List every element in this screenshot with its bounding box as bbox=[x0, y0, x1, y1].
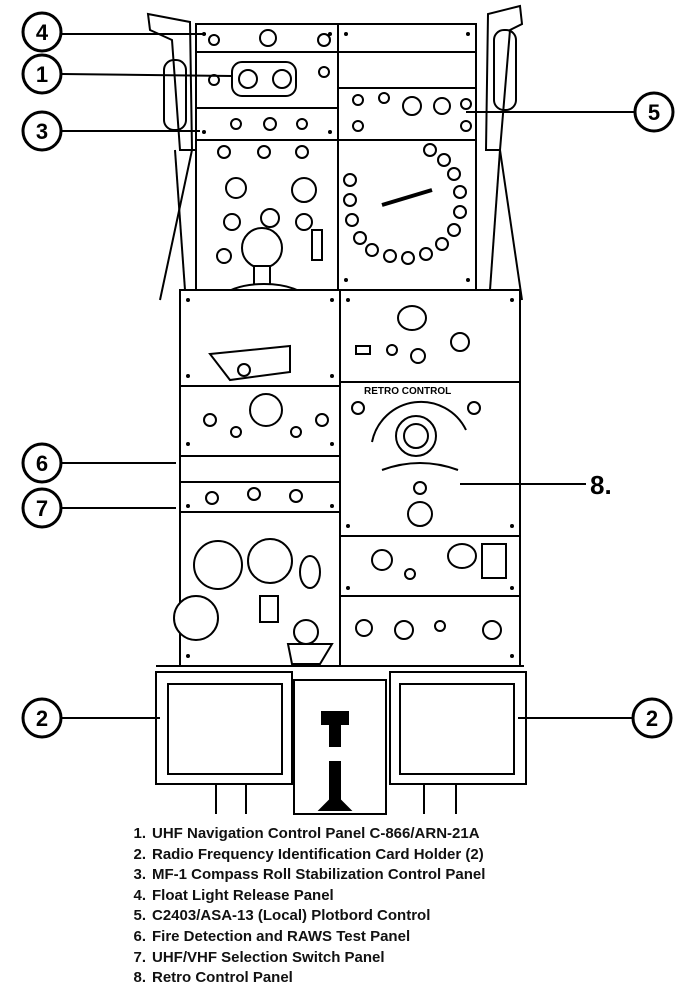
panel-screws bbox=[186, 32, 514, 658]
svg-text:4: 4 bbox=[36, 20, 49, 45]
callout-2-left: 2 bbox=[21, 697, 63, 739]
retro-control-panel-label: RETRO CONTROL bbox=[364, 386, 451, 397]
upper-console bbox=[146, 4, 524, 301]
callout-markers: 4 1 3 5 6 7 2 2 8. bbox=[21, 11, 675, 739]
callout-1: 1 bbox=[21, 53, 63, 95]
card-holders bbox=[155, 671, 527, 815]
svg-text:2: 2 bbox=[36, 706, 48, 731]
leader-lines bbox=[61, 33, 634, 719]
legend-item: 4.Float Light Release Panel bbox=[133, 886, 334, 904]
legend-item: 1.UHF Navigation Control Panel C-866/ARN… bbox=[133, 825, 480, 842]
callout-3: 3 bbox=[21, 110, 63, 152]
callout-4: 4 bbox=[21, 11, 63, 53]
svg-text:1: 1 bbox=[36, 62, 48, 87]
legend-item: 5.C2403/ASA-13 (Local) Plotbord Control bbox=[133, 907, 431, 925]
callout-5: 5 bbox=[633, 91, 675, 133]
compass-dial bbox=[343, 143, 467, 265]
legend-item: 6.Fire Detection and RAWS Test Panel bbox=[133, 927, 411, 945]
svg-text:7: 7 bbox=[36, 496, 48, 521]
svg-text:2: 2 bbox=[646, 706, 658, 731]
callout-6: 6 bbox=[21, 442, 63, 484]
callout-7: 7 bbox=[21, 487, 63, 529]
legend-item: 2.Radio Frequency Identification Card Ho… bbox=[133, 845, 484, 863]
callout-8-label: 8. bbox=[590, 470, 612, 500]
legend-list: 1.UHF Navigation Control Panel C-866/ARN… bbox=[118, 824, 485, 989]
svg-text:3: 3 bbox=[36, 119, 48, 144]
legend-item: 3.MF-1 Compass Roll Stabilization Contro… bbox=[133, 866, 486, 884]
legend-item: 7.UHF/VHF Selection Switch Panel bbox=[133, 948, 385, 966]
legend-item: 8.Retro Control Panel bbox=[133, 969, 293, 987]
svg-text:5: 5 bbox=[648, 100, 660, 125]
callout-2-right: 2 bbox=[631, 697, 673, 739]
console-diagram: RETRO CONTROL bbox=[21, 4, 675, 815]
retro-control-details bbox=[351, 305, 507, 640]
lower-left-details bbox=[173, 344, 334, 665]
svg-text:6: 6 bbox=[36, 451, 48, 476]
